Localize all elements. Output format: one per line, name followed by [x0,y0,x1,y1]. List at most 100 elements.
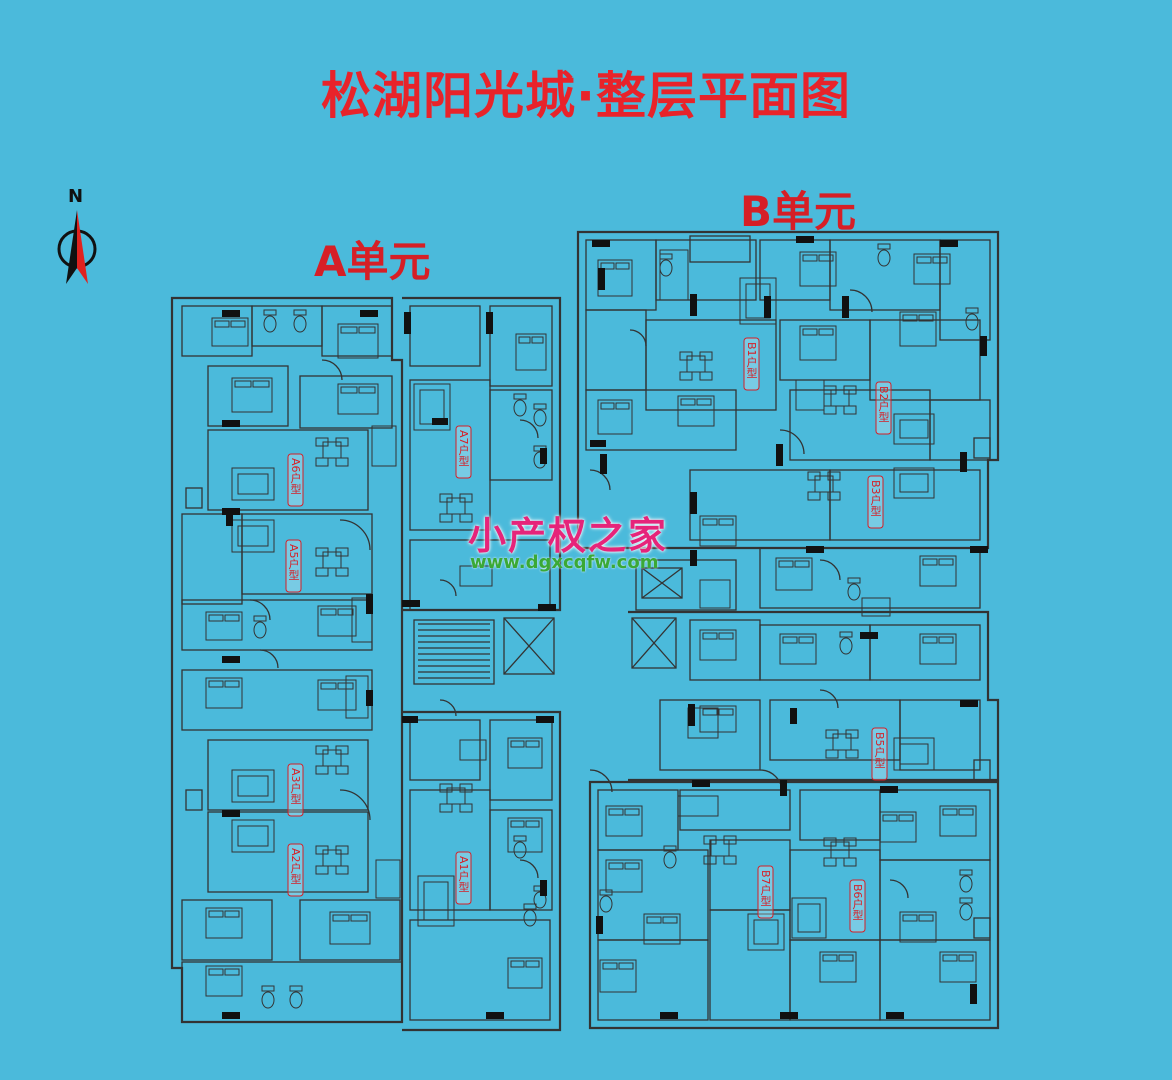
toilet-tank [839,631,853,638]
toilet-tank [293,309,307,316]
bed-icon [205,611,243,641]
dining-table [832,733,852,751]
bed-icon [919,633,957,665]
dining-chair [845,749,859,759]
pillow-icon [615,262,630,270]
dining-chair [335,865,349,875]
room-partition [939,239,991,341]
pillow-icon [818,254,834,262]
sofa-seat [899,743,929,765]
pillow-icon [838,954,854,962]
pillow-icon [624,808,640,816]
room-partition [659,699,761,771]
structural-column [222,656,240,663]
dining-chair [315,765,329,775]
dining-chair [439,493,453,503]
pillow-icon [922,558,938,566]
pillow-icon [624,862,640,870]
pillow-icon [224,680,240,688]
bed-icon [775,557,813,591]
structural-column [688,704,695,726]
toilet-icon [513,841,527,859]
dining-chair [703,835,717,845]
room-partition [207,365,289,427]
unit-type-tag-b5: B5户型 [871,727,888,781]
bed-icon [799,251,837,287]
pillow-icon [818,328,834,336]
toilet-tank [663,845,677,852]
dining-chair [843,405,857,415]
door-arc [819,689,839,709]
unit-type-tag-text: B7户型 [759,870,772,907]
bed-icon [317,679,357,711]
structural-column [366,594,373,614]
structural-column [692,780,710,787]
dining-chair [335,765,349,775]
structural-column [598,268,605,290]
dining-table [322,749,342,767]
sofa-seat [237,473,269,495]
structural-column [860,632,878,639]
dining-chair [825,749,839,759]
room-partition [597,789,679,851]
pillow-icon [802,328,818,336]
room-partition [181,599,373,651]
bed-icon [515,333,547,371]
room-partition [207,429,369,511]
bed-icon [939,951,977,983]
kitchen-counter [459,739,487,761]
sofa-seat [797,903,821,933]
dining-chair [439,803,453,813]
bed-icon [507,817,543,853]
structural-column [886,1012,904,1019]
unit-type-tag-a2: A2户型 [287,843,304,897]
vent-shaft [185,487,203,509]
pillow-icon [320,682,337,690]
vent-shaft [973,759,991,781]
pillow-icon [350,914,368,922]
unit-type-tag-text: A7户型 [457,430,470,467]
bed-icon [779,633,817,665]
bed-icon [337,383,379,415]
structural-column [940,240,958,247]
unit-type-tag-frame [287,453,304,507]
toilet-tank [965,307,979,314]
pillow-icon [822,954,838,962]
wall-outline [628,610,1000,782]
bed-icon [205,677,243,709]
sofa-seat [753,919,779,945]
structural-column [432,418,448,425]
pillow-icon [208,968,224,976]
dining-chair [823,837,837,847]
toilet-tank [253,615,267,622]
structural-column [776,444,783,466]
sofa-icon [791,897,827,939]
watermark-url: www.dgxcqfw.com [470,552,659,573]
structural-column [960,452,967,472]
sofa-icon [747,913,785,951]
room-partition [181,513,243,605]
structural-column [600,454,607,474]
room-partition [241,513,373,595]
door-arc [321,359,343,381]
pillow-icon [618,962,634,970]
room-partition [409,719,481,781]
unit-type-tag-text: B2户型 [877,386,890,423]
unit-b-label: B单元 [740,187,857,236]
dining-chair [335,745,349,755]
room-partition [899,699,981,771]
structural-column [842,296,849,318]
structural-column [592,240,610,247]
sofa-seat [237,525,269,547]
bed-icon [819,951,857,983]
unit-type-tag-text: A6户型 [289,458,302,495]
door-arc [779,429,805,455]
room-partition [655,239,757,301]
toilet-icon [839,637,853,655]
dining-chair [823,857,837,867]
room-partition [251,305,323,347]
pillow-icon [332,914,350,922]
bed-icon [337,323,379,359]
